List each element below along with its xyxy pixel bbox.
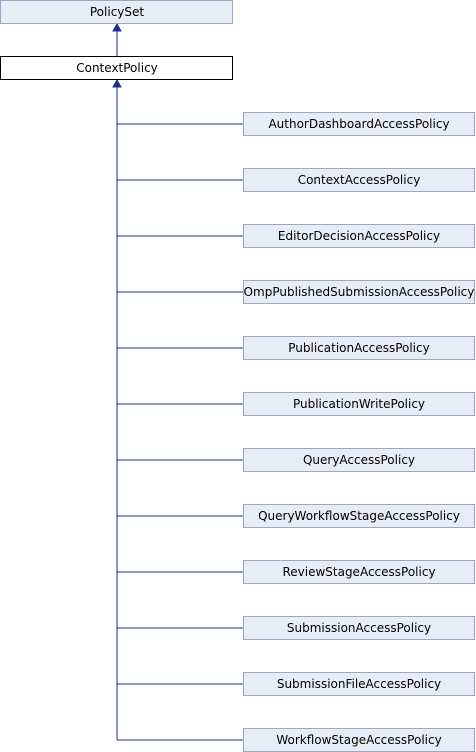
node-policyset[interactable]: PolicySet	[0, 0, 233, 24]
node-publicationaccesspolicy[interactable]: PublicationAccessPolicy	[243, 336, 475, 360]
node-submissionaccesspolicy[interactable]: SubmissionAccessPolicy	[243, 616, 475, 640]
node-publicationaccesspolicy-label: PublicationAccessPolicy	[288, 341, 429, 355]
arrow-to-policyset	[112, 22, 122, 32]
node-editordecisionaccesspolicy[interactable]: EditorDecisionAccessPolicy	[243, 224, 475, 248]
node-submissionfileaccesspolicy-label: SubmissionFileAccessPolicy	[277, 677, 441, 691]
node-editordecisionaccesspolicy-label: EditorDecisionAccessPolicy	[278, 229, 440, 243]
node-workflowstageaccesspolicy-label: WorkflowStageAccessPolicy	[276, 733, 441, 747]
node-reviewstageaccesspolicy-box	[243, 560, 475, 584]
node-omppublishedsubmissionaccesspolicy-box	[243, 280, 475, 304]
node-publicationwritepolicy[interactable]: PublicationWritePolicy	[243, 392, 475, 416]
node-omppublishedsubmissionaccesspolicy-label: OmpPublishedSubmissionAccessPolicy	[244, 285, 475, 299]
node-policyset-label: PolicySet	[90, 5, 145, 19]
node-publicationaccesspolicy-box	[243, 336, 475, 360]
node-contextaccesspolicy-label: ContextAccessPolicy	[298, 173, 421, 187]
node-omppublishedsubmissionaccesspolicy[interactable]: OmpPublishedSubmissionAccessPolicy	[243, 280, 475, 304]
node-queryworkflowstageaccesspolicy-label: QueryWorkflowStageAccessPolicy	[258, 509, 460, 523]
node-publicationwritepolicy-label: PublicationWritePolicy	[293, 397, 425, 411]
node-publicationwritepolicy-box	[243, 392, 475, 416]
node-policyset-box	[0, 0, 233, 24]
node-submissionaccesspolicy-label: SubmissionAccessPolicy	[287, 621, 431, 635]
node-queryaccesspolicy-box	[243, 448, 475, 472]
node-contextaccesspolicy[interactable]: ContextAccessPolicy	[243, 168, 475, 192]
node-contextpolicy[interactable]: ContextPolicy	[0, 56, 233, 80]
node-queryaccesspolicy[interactable]: QueryAccessPolicy	[243, 448, 475, 472]
node-authordashboardaccesspolicy[interactable]: AuthorDashboardAccessPolicy	[243, 112, 475, 136]
node-submissionfileaccesspolicy[interactable]: SubmissionFileAccessPolicy	[243, 672, 475, 696]
child-nodes: AuthorDashboardAccessPolicyContextAccess…	[243, 112, 475, 752]
node-submissionaccesspolicy-box	[243, 616, 475, 640]
node-authordashboardaccesspolicy-label: AuthorDashboardAccessPolicy	[268, 117, 449, 131]
node-workflowstageaccesspolicy[interactable]: WorkflowStageAccessPolicy	[243, 728, 475, 752]
node-contextpolicy-box	[0, 56, 233, 80]
inheritance-edges	[112, 22, 244, 741]
node-authordashboardaccesspolicy-box	[243, 112, 475, 136]
node-contextpolicy-label: ContextPolicy	[76, 61, 158, 75]
node-queryaccesspolicy-label: QueryAccessPolicy	[303, 453, 415, 467]
node-editordecisionaccesspolicy-box	[243, 224, 475, 248]
node-queryworkflowstageaccesspolicy[interactable]: QueryWorkflowStageAccessPolicy	[243, 504, 475, 528]
node-contextaccesspolicy-box	[243, 168, 475, 192]
node-queryworkflowstageaccesspolicy-box	[243, 504, 475, 528]
node-submissionfileaccesspolicy-box	[243, 672, 475, 696]
arrow-to-contextpolicy	[112, 78, 122, 88]
node-reviewstageaccesspolicy-label: ReviewStageAccessPolicy	[282, 565, 435, 579]
node-reviewstageaccesspolicy[interactable]: ReviewStageAccessPolicy	[243, 560, 475, 584]
